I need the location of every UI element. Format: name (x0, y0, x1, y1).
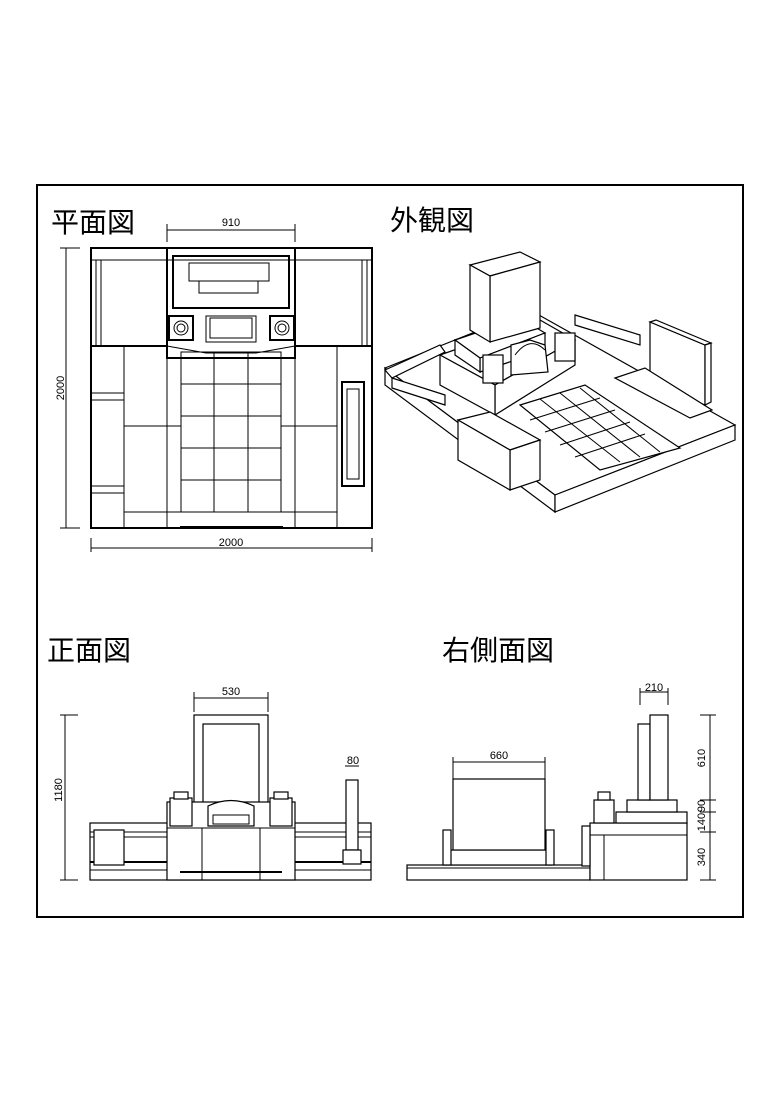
plan-view: 平面図 910 2000 2000 (51, 206, 373, 552)
front-dim-top: 530 (222, 686, 240, 698)
right-side-view-title: 右側面図 (442, 634, 554, 667)
front-view: 正面図 530 80 1180 (47, 634, 372, 881)
plan-dim-bottom: 2000 (219, 537, 243, 549)
front-view-title: 正面図 (47, 634, 131, 667)
front-dim-post: 80 (347, 755, 359, 767)
side-dim-height-1: 610 (696, 749, 708, 767)
exterior-view: 外観図 (383, 204, 737, 514)
side-dim-height-2: 90 (696, 800, 708, 812)
side-dim-height-4: 340 (696, 848, 708, 866)
side-dim-stone: 210 (645, 682, 663, 694)
exterior-view-title: 外観図 (390, 204, 474, 237)
right-side-view: 右側面図 210 660 500 610 90 140 340 (406, 634, 716, 881)
plan-dim-left: 2000 (55, 376, 67, 400)
plan-dim-top: 910 (222, 217, 240, 229)
side-dim-height-3: 140 (696, 813, 708, 831)
sheet-frame (36, 184, 744, 918)
side-dim-bench-width: 660 (490, 750, 508, 762)
front-dim-height: 1180 (53, 778, 65, 802)
plan-view-title: 平面図 (51, 206, 135, 239)
